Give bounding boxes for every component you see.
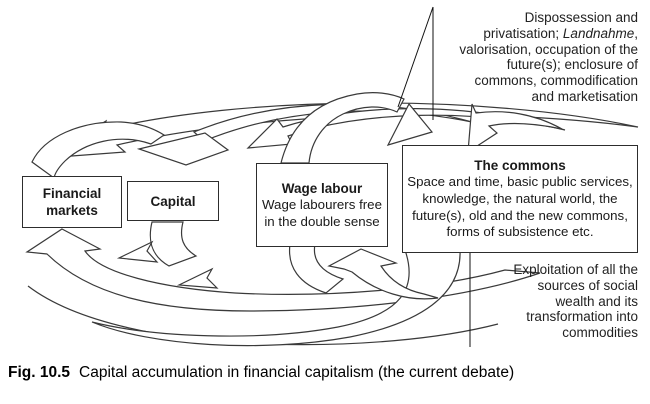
landnahme-italic: Landnahme bbox=[562, 25, 635, 41]
box-financial-markets: Financial markets bbox=[22, 176, 122, 228]
box-capital: Capital bbox=[127, 181, 219, 221]
financial-markets-label: Financial markets bbox=[42, 186, 102, 218]
figure-number: Fig. 10.5 bbox=[8, 364, 71, 381]
figure-caption: Fig. 10.5 Capital accumulation in financi… bbox=[8, 364, 514, 382]
annotation-line: wealth and its bbox=[555, 293, 638, 309]
flow-arrows-layer bbox=[25, 6, 639, 347]
bottom-small-arrowhead-under-capital-icon bbox=[176, 267, 219, 289]
annotation-line: future(s); enclosure of bbox=[506, 57, 638, 73]
box-the-commons: The commons Space and time, basic public… bbox=[402, 145, 638, 253]
annotation-line: valorisation, occupation of the bbox=[459, 41, 638, 57]
bottom-band-white-up-arrow-between-boxes bbox=[327, 248, 439, 300]
annotation-line: commodities bbox=[562, 325, 638, 341]
top-band-white-to-commons-arrow bbox=[467, 103, 563, 154]
top-band-gray-from-wage-labour bbox=[280, 92, 405, 164]
annotation-line: commons, commodification bbox=[474, 73, 638, 89]
annotation-exploitation: Exploitation of all the sources of socia… bbox=[478, 262, 638, 341]
wage-labour-title: Wage labour bbox=[281, 180, 363, 196]
annotation-line: privatisation; Landnahme, bbox=[483, 25, 638, 41]
bottom-band-gray-from-wage-labour bbox=[288, 243, 345, 294]
top-arrowhead-above-capital-icon bbox=[136, 132, 230, 166]
annotation-line: sources of social bbox=[537, 277, 638, 293]
capital-label: Capital bbox=[150, 193, 196, 209]
bottom-small-arrowhead-left-icon bbox=[116, 240, 159, 263]
box-wage-labour: Wage labour Wage labourers free in the d… bbox=[256, 163, 388, 247]
leader-line-top-left bbox=[397, 6, 434, 108]
figure-caption-text: Capital accumulation in financial capita… bbox=[79, 364, 515, 381]
top-left-gray-crescent bbox=[31, 121, 166, 180]
commons-title: The commons bbox=[474, 157, 566, 173]
bottom-band-gray-from-capital bbox=[149, 221, 198, 267]
annotation-line: transformation into bbox=[526, 309, 638, 325]
top-arrowhead-right-of-wage-labour-icon bbox=[386, 102, 434, 146]
annotation-dispossession: Dispossession and privatisation; Landnah… bbox=[438, 10, 638, 105]
annotation-line: and marketisation bbox=[531, 88, 638, 104]
bottom-big-gray-crescent-from-commons bbox=[91, 249, 461, 347]
annotation-line: Exploitation of all the bbox=[513, 262, 638, 277]
commons-body: Space and time, basic public services, k… bbox=[407, 173, 633, 240]
wage-labour-body: Wage labourers free in the double sense bbox=[262, 196, 382, 229]
annotation-line: Dispossession and bbox=[524, 10, 638, 25]
